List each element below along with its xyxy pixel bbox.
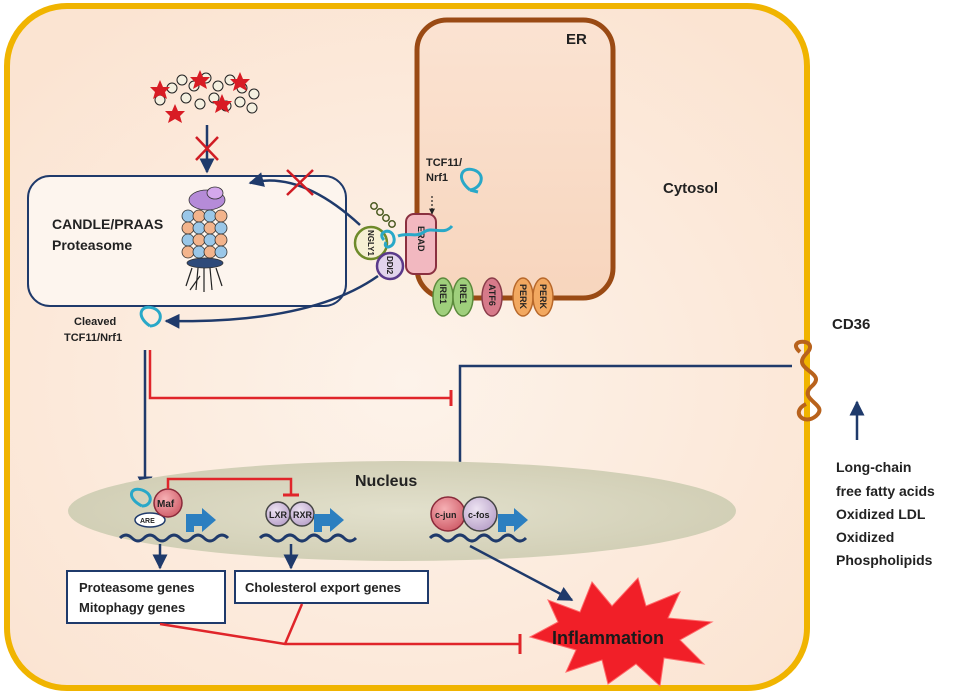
cleaved-tcf11-icon [139, 305, 162, 328]
tcf11-threaded-icon [397, 224, 454, 238]
ligand-label-2: free fatty acids [836, 483, 935, 499]
protein-aggregate-icon [150, 70, 260, 123]
sensor-perk-b [532, 277, 554, 317]
nucleus-title: Nucleus [355, 473, 417, 490]
cleaved-label-2: TCF11/Nrf1 [64, 332, 122, 344]
nucleus [68, 461, 736, 561]
maf-complex: ARE Maf [130, 487, 183, 528]
sensor-ire1-b [452, 277, 474, 317]
tcf11-er-label-2: Nrf1 [426, 172, 448, 184]
tcf11-at-ngly1-icon [380, 229, 396, 249]
tcf11-er-label-1: TCF11/ [426, 157, 462, 169]
cholesterol-inhibit-branch [283, 603, 304, 645]
ap1-to-inflammation-arrow [469, 544, 574, 602]
tcf11-protein-icon [460, 167, 483, 194]
ngly1-label: NGLY1 [366, 230, 375, 256]
ddi2-to-cleaved-arrow [164, 274, 379, 329]
sensor-label: PERK [538, 284, 548, 310]
ligand-label-4: Oxidized [836, 529, 894, 545]
cd36-receptor-icon [794, 339, 822, 422]
cjun-label: c-jun [435, 510, 457, 520]
cfos-protein [462, 496, 498, 532]
ligand-label-3: Oxidized LDL [836, 506, 926, 522]
ddi2-label: DDI2 [385, 256, 394, 275]
sensor-label: IRE1 [458, 284, 468, 304]
lxr-label: LXR [269, 510, 288, 520]
ligand-label-5: Phospholipids [836, 552, 933, 568]
tcf11-bound-icon [130, 487, 152, 508]
blocked-x-icon [286, 169, 314, 196]
er-title: ER [566, 31, 587, 48]
cholesterol-genes-box [234, 570, 429, 604]
sensor-label: IRE1 [438, 284, 448, 304]
cholesterol-genes-label: Cholesterol export genes [245, 580, 401, 595]
cfos-label: c-fos [468, 510, 490, 520]
are-label: ARE [140, 518, 155, 525]
blocked-x-icon [195, 136, 219, 161]
cleaved-label-1: Cleaved [74, 316, 116, 328]
proteasome-genes-label-1: Proteasome genes [79, 580, 195, 595]
cleaved-inhibits-ap1 [148, 350, 451, 400]
glycan-chain-icon [370, 202, 396, 228]
are-element [134, 512, 166, 528]
proteasome-icon [181, 186, 228, 292]
sensor-atf6 [481, 277, 503, 317]
ligand-label-1: Long-chain [836, 459, 911, 475]
upr-sensors: IRE1 IRE1 ATF6 PERK PERK [432, 277, 554, 317]
dna-strand-icon [118, 533, 528, 543]
erad-label: ERAD [416, 226, 426, 252]
inflammation-label: Inflammation [552, 628, 664, 648]
maf-inhibits-lxr [166, 477, 293, 494]
rxr-label: RXR [293, 510, 313, 520]
cd36-to-ap1-arrow [452, 364, 792, 492]
ngly1-to-proteasome-arrow [248, 172, 361, 226]
inflammation-burst-icon [528, 577, 714, 688]
proteasome-label-1: CANDLE/PRAAS [52, 216, 163, 232]
proteasome-genes-box [66, 570, 226, 624]
proteasome-genes-label-2: Mitophagy genes [79, 600, 185, 615]
promoter-arrow-icon [186, 508, 528, 532]
maf-label: Maf [157, 499, 175, 510]
sensor-label: PERK [518, 284, 528, 310]
cd36-label: CD36 [832, 316, 870, 333]
ddi2-enzyme [375, 251, 405, 281]
proteasome-label-2: Proteasome [52, 237, 132, 253]
cytosol-label: Cytosol [663, 180, 718, 197]
sensor-label: ATF6 [487, 284, 497, 306]
